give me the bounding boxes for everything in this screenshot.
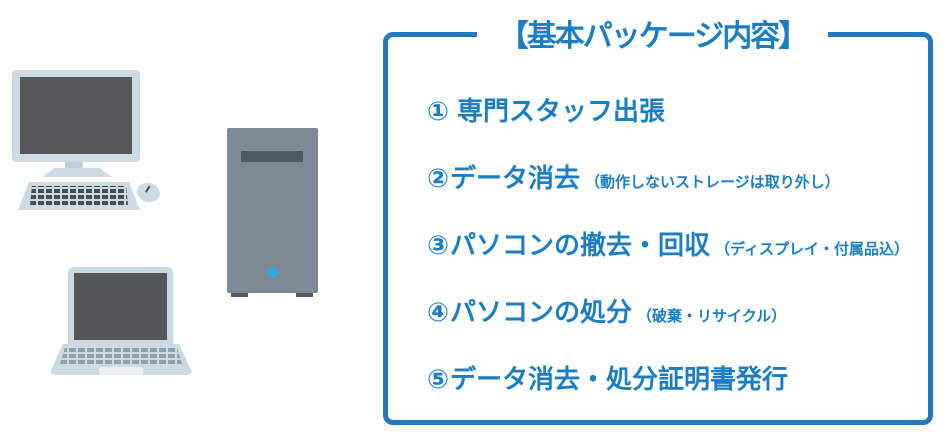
laptop-keyboard-icon xyxy=(60,348,182,364)
laptop-screen-icon xyxy=(74,273,167,340)
keyboard-keys-icon xyxy=(30,186,128,205)
item-number: ③ xyxy=(427,230,450,260)
package-item: ③パソコンの撤去・回収（ディスプレイ・付属品込） xyxy=(427,229,909,261)
package-item: ⑤データ消去・処分証明書発行 xyxy=(427,363,909,395)
item-label: パソコンの撤去・回収 xyxy=(450,230,711,260)
package-item: ②データ消去（動作しないストレージは取り外し） xyxy=(427,162,909,194)
mouse-icon xyxy=(135,180,162,205)
package-title: 【基本パッケージ内容】 xyxy=(477,5,828,60)
item-note: （破棄・リサイクル） xyxy=(637,308,787,325)
tower-power-button-icon xyxy=(267,267,278,278)
item-note: （動作しないストレージは取り外し） xyxy=(585,174,840,191)
item-number: ⑤ xyxy=(427,364,450,394)
item-label: パソコンの処分 xyxy=(450,297,633,327)
monitor-stand-neck-icon xyxy=(65,162,83,170)
item-number: ④ xyxy=(427,297,450,327)
item-label: 専門スタッフ出張 xyxy=(457,96,666,126)
package-item: ④パソコンの処分（破棄・リサイクル） xyxy=(427,296,909,328)
mouse-scroll-icon xyxy=(145,185,151,193)
keyboard-icon xyxy=(18,182,140,210)
monitor-stand-base-icon xyxy=(42,168,112,177)
item-label: データ消去・処分証明書発行 xyxy=(450,364,789,394)
item-number: ② xyxy=(427,163,450,193)
monitor-screen-icon xyxy=(20,77,132,154)
item-number: ① xyxy=(427,96,450,126)
tower-foot-icon xyxy=(231,293,248,297)
tower-drive-slot-icon xyxy=(241,151,303,162)
item-label: データ消去 xyxy=(450,163,581,193)
item-note: （ディスプレイ・付属品込） xyxy=(715,241,909,258)
laptop-trackpad-icon xyxy=(99,367,143,375)
tower-foot-icon xyxy=(296,293,313,297)
